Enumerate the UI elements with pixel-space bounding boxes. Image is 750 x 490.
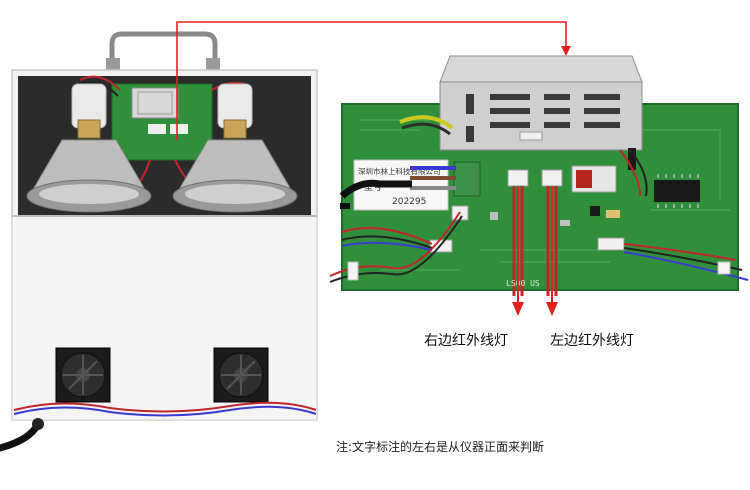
carry-handle (109, 31, 218, 66)
cable-tie-left (347, 261, 359, 281)
terminal-block (453, 161, 481, 197)
right-ir-lamp-label: 右边红外线灯 (424, 333, 508, 349)
right-lamp-arrowhead (512, 302, 524, 316)
left-lamp-base (77, 119, 101, 139)
power-cord-grommet (32, 418, 44, 430)
housing-pcb-transformer (131, 87, 179, 119)
orientation-note: 注:文字标注的左右是从仪器正面来判断 (336, 440, 545, 454)
sticker-company: 深圳市林上科技有限公司 (358, 166, 441, 176)
board-code-print: LS00 US (506, 279, 540, 288)
cable-tie-right (717, 261, 731, 275)
left-cooling-fan (55, 347, 111, 403)
right-lamp-connector (507, 169, 529, 187)
left-ir-lamp-label: 左边红外线灯 (550, 333, 634, 349)
right-ir-lamp (172, 83, 298, 213)
sticker-number: 202295 (392, 197, 426, 207)
power-cord (0, 420, 42, 452)
left-lamp-connector (541, 169, 563, 187)
psu-callout-arrowhead (561, 46, 571, 56)
right-cooling-fan (213, 347, 269, 403)
pcb-power-cable (339, 179, 412, 199)
ic-chip (654, 180, 700, 202)
right-lamp-base (223, 119, 247, 139)
psu-cover-top (439, 55, 643, 83)
main-pcb: 深圳市林上科技有限公司 型号 202295 (329, 55, 749, 296)
psu-callout-line (176, 21, 567, 140)
sticker-model-label: 型号 (364, 182, 382, 193)
connector-bottom-right (597, 237, 625, 251)
left-ir-lamp (26, 83, 152, 213)
left-lamp-arrowhead (546, 302, 558, 316)
callout-arrows (176, 21, 571, 316)
power-supply-module (439, 55, 643, 151)
instrument-housing (0, 31, 318, 452)
